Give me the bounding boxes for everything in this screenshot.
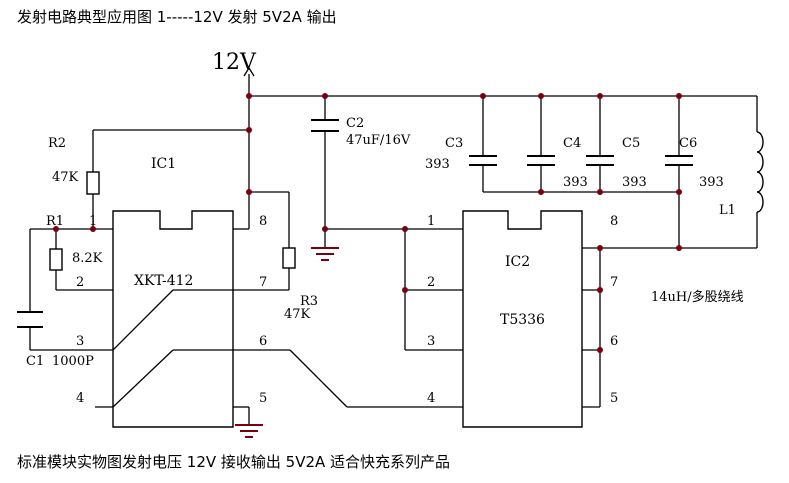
ic1-supply-wires: [92, 96, 290, 291]
ic1-to-ic2-wire: [233, 349, 463, 408]
l1-inductor: [756, 131, 764, 213]
ic1-pin-1: 1: [89, 214, 97, 229]
l1-value: 14uH/多股绕线: [651, 289, 744, 305]
c4-value: 393: [563, 175, 588, 190]
r2-ref: R2: [48, 136, 66, 151]
ic1-body: [112, 210, 234, 428]
left-network-wires: [29, 228, 113, 351]
ic2-pin-8: 8: [610, 214, 618, 229]
c2-ref: C2: [346, 116, 364, 131]
junction-dots: [53, 93, 682, 353]
r3-resistor: [282, 247, 296, 269]
c2-capacitor: [311, 96, 339, 248]
ic1-ground-symbol: [233, 406, 263, 438]
supply-arrow: [243, 66, 255, 96]
c5-ref: C5: [622, 136, 640, 151]
ic1-ref: IC1: [151, 156, 176, 172]
r2-value: 47K: [52, 170, 79, 185]
ic1-pin-6: 6: [259, 334, 267, 349]
r3-ref: R3: [300, 294, 318, 309]
c4-capacitor: [527, 96, 555, 192]
ic2-pin-1: 1: [427, 214, 435, 229]
ic2-part: T5336: [500, 312, 545, 328]
ic1-pin-7: 7: [259, 275, 267, 290]
ic2-pin-3: 3: [427, 334, 435, 349]
c6-ref: C6: [679, 136, 697, 151]
c1-value: 1000P: [52, 354, 94, 369]
ic1-pin-4: 4: [76, 391, 84, 406]
r3-value: 47K: [284, 307, 311, 322]
l1-ref: L1: [719, 203, 736, 218]
ic1-pin-3: 3: [76, 334, 84, 349]
c6-value: 393: [699, 175, 724, 190]
ic1-internal-lines: [112, 289, 233, 408]
c5-value: 393: [622, 175, 647, 190]
ic1-pin-2: 2: [76, 275, 84, 290]
c5-capacitor: [586, 96, 614, 192]
r2-resistor: [86, 171, 100, 195]
ic2-body: [462, 210, 583, 428]
ic1-pin-8: 8: [259, 214, 267, 229]
c3-capacitor: [469, 96, 497, 192]
c6-capacitor: [665, 96, 693, 248]
ic2-pin-5: 5: [610, 391, 618, 406]
c3-value: 393: [425, 157, 450, 172]
ic2-pin-4: 4: [427, 391, 435, 406]
ic2-pin-2: 2: [427, 275, 435, 290]
ic2-pin-6: 6: [610, 334, 618, 349]
diagram-title: 发射电路典型应用图 1-----12V 发射 5V2A 输出: [17, 8, 337, 26]
ic2-ref: IC2: [505, 254, 530, 270]
r1-resistor: [49, 248, 63, 271]
ic2-pin-7: 7: [610, 275, 618, 290]
c3-ref: C3: [445, 136, 463, 151]
supply-label: 12V: [212, 50, 257, 75]
c1-capacitor: [17, 311, 43, 328]
ic1-pin-5: 5: [259, 391, 267, 406]
r1-value: 8.2K: [72, 251, 103, 266]
c2-value: 47uF/16V: [346, 133, 411, 148]
diagram-caption: 标准模块实物图发射电压 12V 接收输出 5V2A 适合快充系列产品: [17, 453, 450, 471]
ic2-right-pin-wires: [582, 212, 758, 408]
r1-ref: R1: [46, 214, 64, 229]
ic1-part: XKT-412: [134, 273, 193, 289]
c4-ref: C4: [563, 136, 581, 151]
c2-ground-symbol: [311, 247, 339, 261]
c1-ref: C1: [26, 354, 44, 369]
